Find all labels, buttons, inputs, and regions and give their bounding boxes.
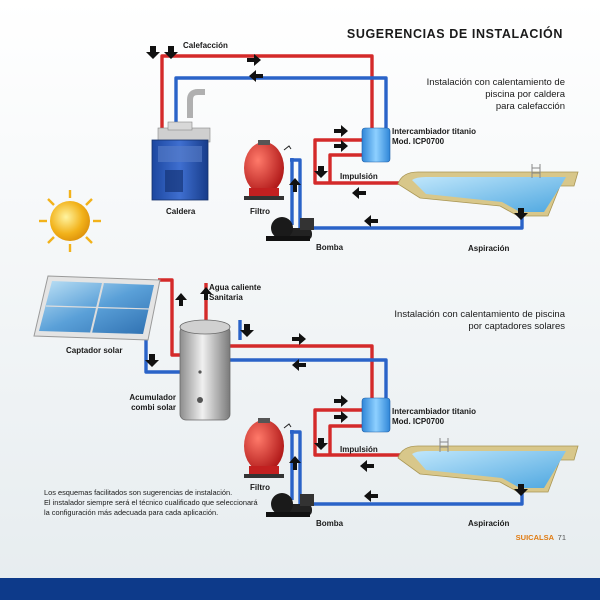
arrow-down-icon (164, 46, 178, 59)
solar-collector-icon (33, 275, 161, 341)
caption-line: Instalación con calentamiento de (427, 77, 565, 88)
arrow-up-icon (289, 456, 301, 470)
hot-pipe-solar (158, 278, 182, 357)
cold-pipe-exchanger (228, 358, 388, 398)
filter-icon (244, 140, 292, 200)
label-bomba: Bomba (316, 519, 344, 528)
label-modelo: Mod. ICP0700 (392, 417, 445, 426)
arrow-left-icon (364, 215, 378, 227)
caption-line: por captadores solares (468, 321, 565, 332)
arrow-left-icon (364, 490, 378, 502)
footnote-line: Los esquemas facilitados son sugerencias… (44, 488, 232, 497)
page-title: SUGERENCIAS DE INSTALACIÓN (347, 26, 563, 41)
hot-pipe-return (328, 424, 366, 455)
hot-pipe-boiler (160, 54, 374, 130)
arrow-down-icon (314, 438, 328, 450)
arrow-down-icon (240, 324, 254, 337)
label-acumulador: Acumulador (129, 393, 176, 402)
caption-line: para calefacción (496, 101, 565, 112)
pool-icon (397, 438, 579, 493)
label-combi: combi solar (131, 403, 176, 412)
filter-icon (244, 418, 292, 478)
arrow-up-icon (289, 178, 301, 192)
heat-exchanger-icon (361, 397, 391, 433)
page-number: 71 (558, 533, 566, 542)
footnote-line: El instalador siempre será el técnico cu… (44, 498, 259, 507)
label-impulsion: Impulsión (340, 172, 378, 181)
label-intercambiador: Intercambiador titanio (392, 407, 476, 416)
label-intercambiador: Intercambiador titanio (392, 127, 476, 136)
label-aspiracion: Aspiración (468, 244, 509, 253)
heat-exchanger-icon (361, 127, 391, 163)
sun-icon (39, 190, 101, 252)
arrow-right-icon (334, 395, 348, 407)
tank-icon (179, 319, 231, 421)
pump-icon (266, 217, 314, 241)
arrow-right-icon (292, 333, 306, 345)
arrow-left-icon (292, 359, 306, 371)
boiler-icon (151, 89, 211, 201)
footer-band (0, 578, 600, 600)
arrow-up-icon (200, 287, 212, 300)
label-caldera: Caldera (166, 207, 196, 216)
label-agua: Agua caliente (209, 283, 262, 292)
hot-pipe-impulsion (313, 408, 400, 457)
label-sanitaria: Sanitaria (209, 293, 243, 302)
arrow-right-icon (334, 125, 348, 137)
arrow-left-icon (360, 460, 374, 472)
brand-name: SUICALSA (516, 533, 555, 542)
label-calefaccion: Calefacción (183, 41, 228, 50)
diagram-boiler: Calefacción Caldera Filtro Bomba Impulsi… (39, 41, 579, 253)
label-aspiracion: Aspiración (468, 519, 509, 528)
arrow-left-icon (352, 187, 366, 199)
label-captador: Captador solar (66, 346, 122, 355)
arrow-left-icon (249, 70, 263, 82)
caption-line: piscina por caldera (485, 89, 565, 100)
arrow-up-icon (175, 293, 187, 306)
caption-line: Instalación con calentamiento de piscina (394, 309, 565, 320)
label-filtro: Filtro (250, 483, 270, 492)
arrow-right-icon (334, 411, 348, 423)
arrow-down-icon (514, 208, 528, 220)
label-filtro: Filtro (250, 207, 270, 216)
hot-pipe-impulsion (313, 138, 400, 185)
arrow-down-icon (145, 354, 159, 367)
arrow-down-icon (146, 46, 160, 59)
arrow-right-icon (334, 140, 348, 152)
hot-pipe-exchanger (228, 344, 374, 398)
arrow-right-icon (247, 54, 261, 66)
pump-icon (266, 493, 314, 517)
arrow-down-icon (514, 484, 528, 496)
cold-pipe-boiler (174, 76, 388, 130)
diagram-solar: Agua caliente Sanitaria Captador solar A… (33, 275, 579, 528)
hot-pipe-return (328, 153, 366, 183)
arrow-down-icon (314, 166, 328, 178)
label-modelo: Mod. ICP0700 (392, 137, 445, 146)
label-impulsion: Impulsión (340, 445, 378, 454)
footnote-line: la configuración más adecuada para cada … (44, 508, 218, 517)
label-bomba: Bomba (316, 243, 344, 252)
